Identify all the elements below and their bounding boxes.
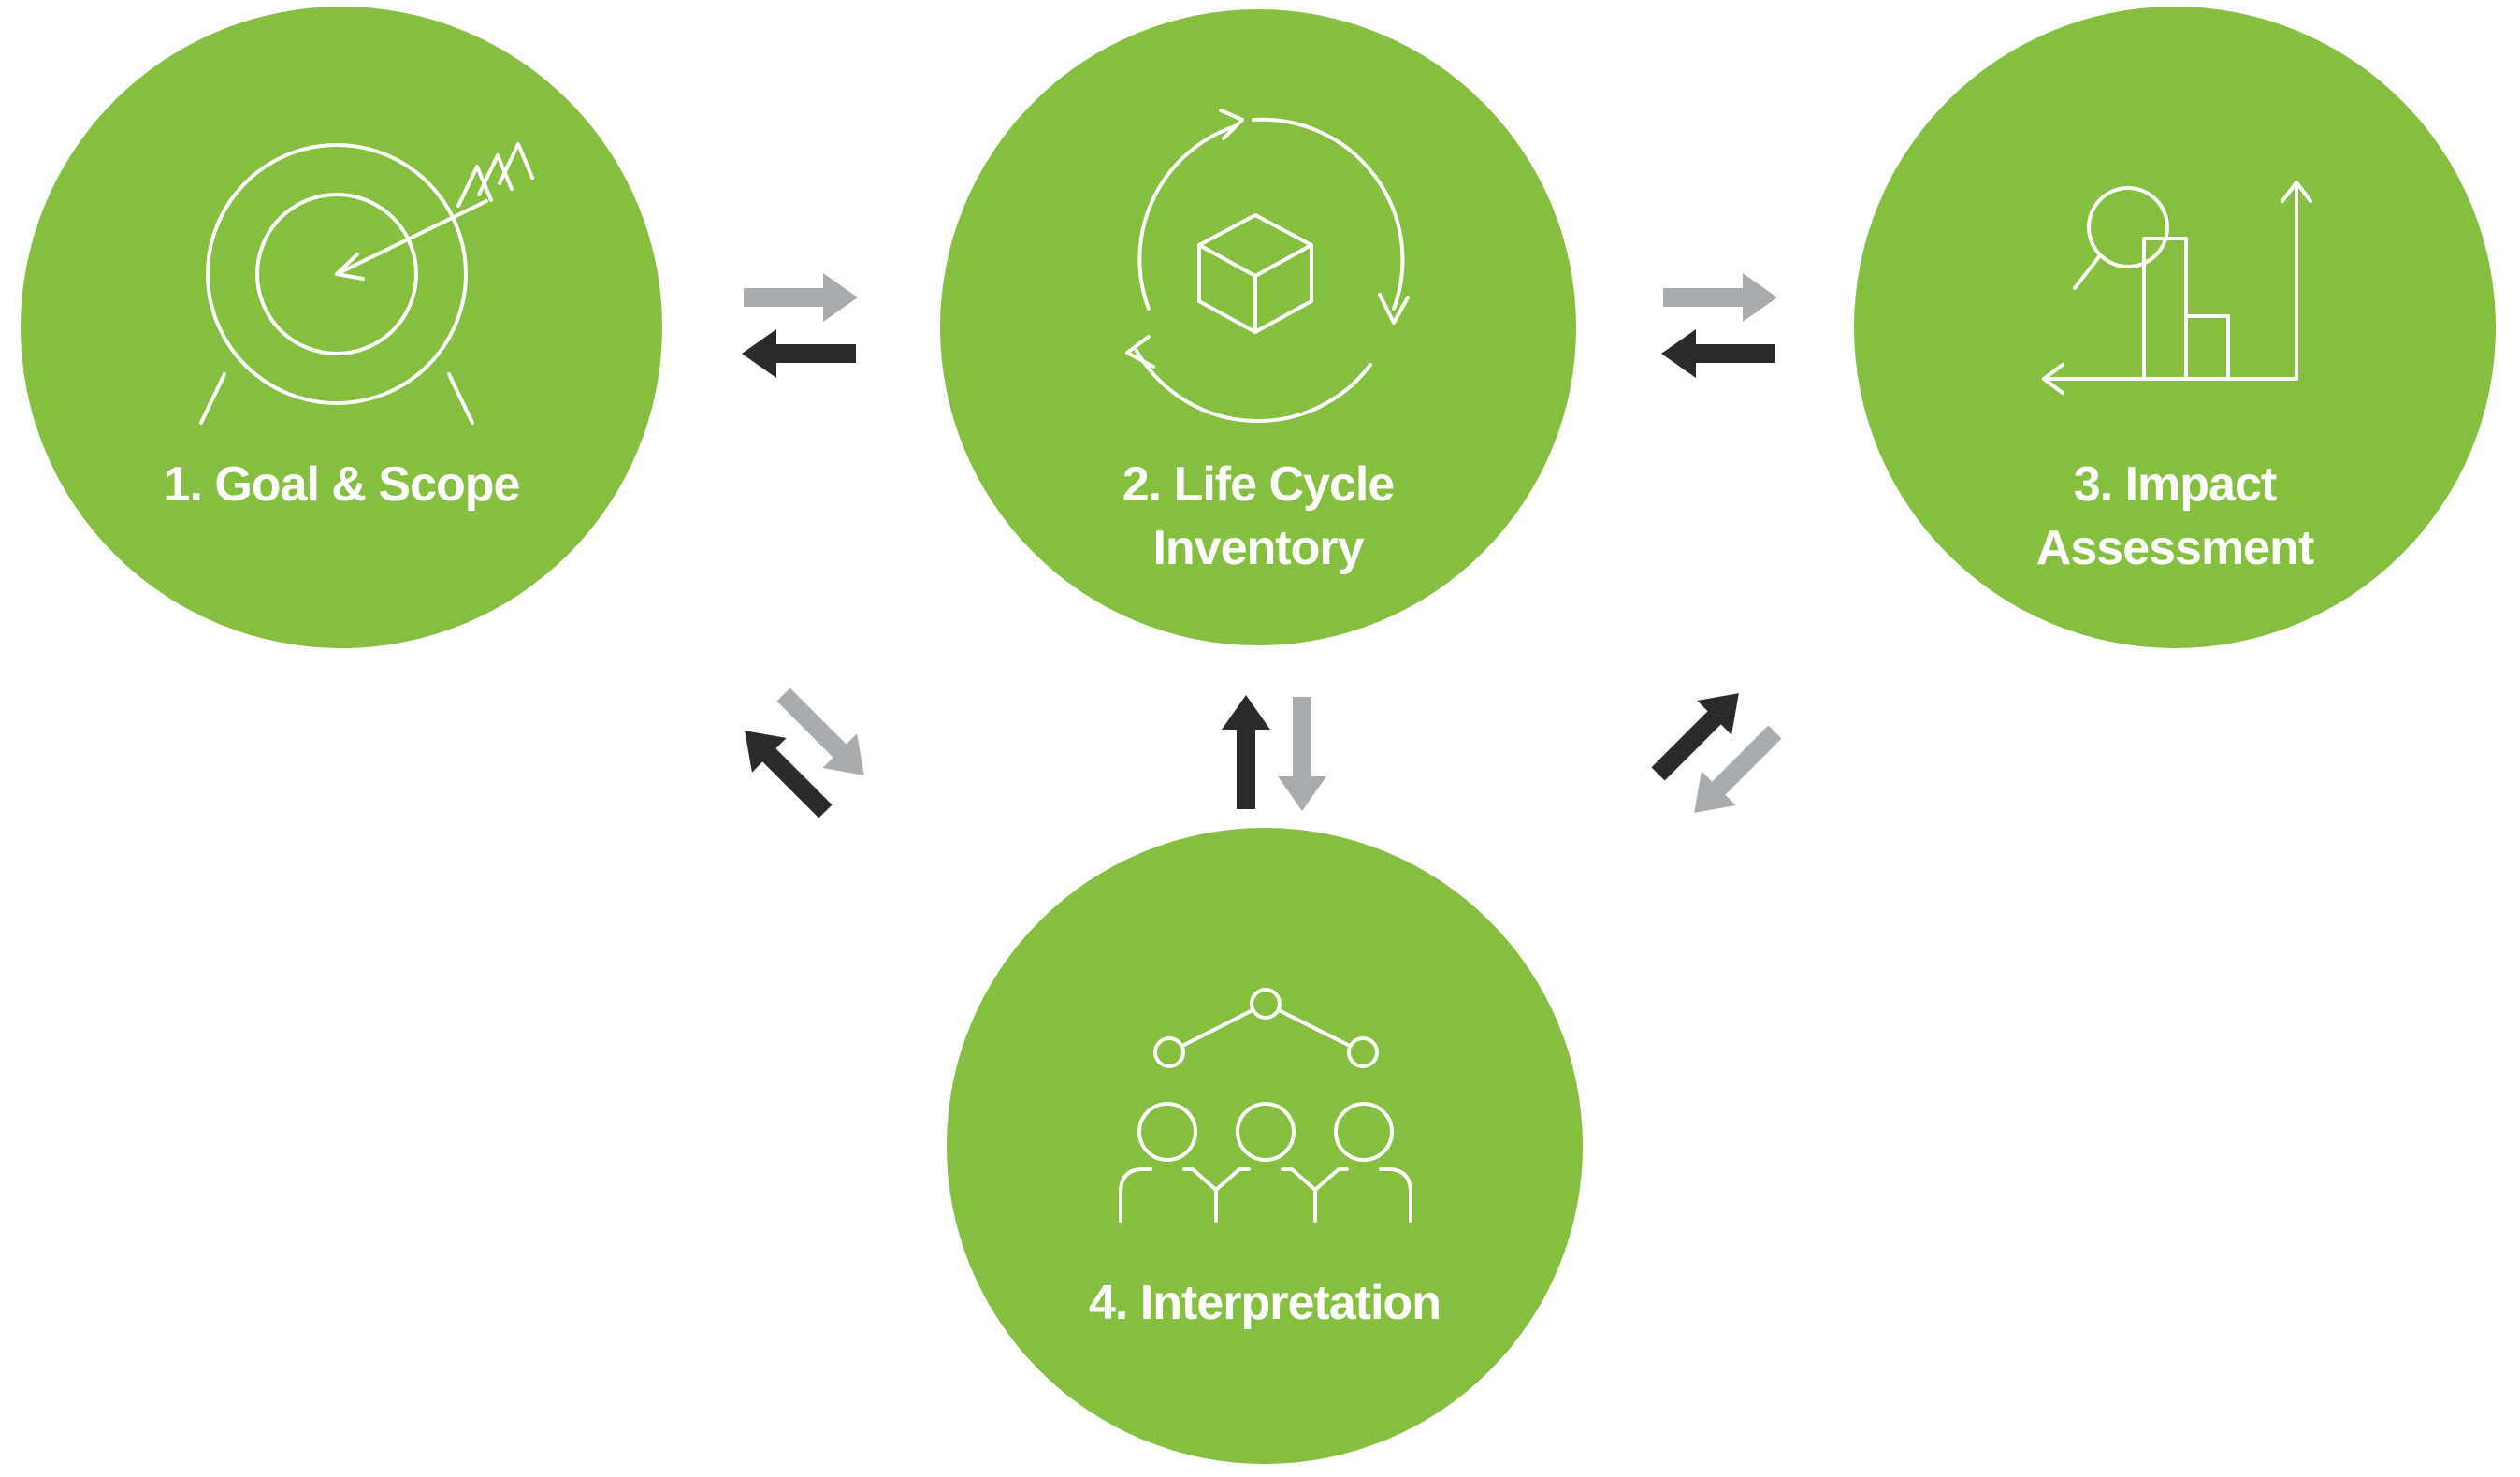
stage-impact-assessment: 3. Impact Assessment [1854,7,2496,648]
cycle-cube-icon [1125,109,1410,424]
stage-life-cycle-inventory: 2. Life Cycle Inventory [940,9,1576,645]
stage-circle [1854,7,2496,648]
stage-label: 4. Interpretation [1089,1276,1441,1330]
stage-interpretation: 4. Interpretation [947,828,1583,1464]
people-network-icon [1119,988,1412,1223]
bidirectional-arrows-icon [1661,273,1777,378]
stage-label-line2: Inventory [1152,521,1364,575]
bidirectional-arrows-icon [1222,695,1326,811]
stage-circle [940,9,1576,645]
bidirectional-arrows-icon [727,677,882,829]
stage-label-line2: Assessment [2036,521,2314,575]
stage-label-line1: 2. Life Cycle [1122,457,1395,512]
stage-goal-scope: 1. Goal & Scope [21,7,662,648]
stage-circle [21,7,662,648]
bidirectional-arrows-icon [1641,675,1792,831]
stage-circle [947,828,1583,1464]
stage-label: 1. Goal & Scope [164,457,520,512]
stage-label-line1: 3. Impact [2074,457,2277,512]
bidirectional-arrows-icon [742,273,858,378]
target-arrow-icon [199,142,534,425]
bar-chart-magnifier-icon [2042,181,2312,395]
